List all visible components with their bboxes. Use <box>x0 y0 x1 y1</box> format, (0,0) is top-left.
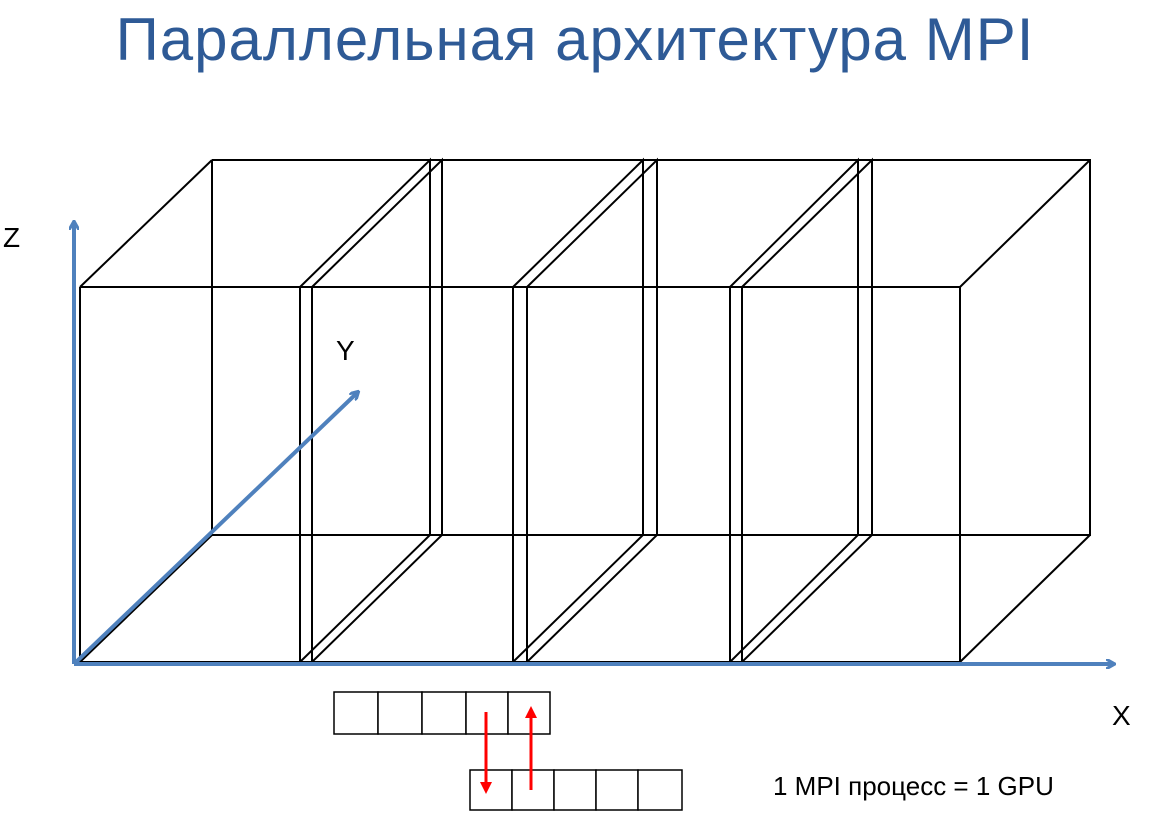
z-axis-label: Z <box>3 222 20 253</box>
x-axis-label: X <box>1112 700 1131 731</box>
buffer-cell <box>469 769 513 811</box>
y-axis <box>72 392 358 666</box>
exchange-arrows <box>480 706 537 794</box>
buffer-cell <box>421 691 467 735</box>
buffer-cell <box>595 769 639 811</box>
edge-top-right <box>959 159 1091 288</box>
buffer-cell <box>511 769 555 811</box>
slide-title: Параллельная архитектура MPI <box>115 6 1035 73</box>
edge-bottom-left <box>79 534 213 663</box>
divider-wall-2 <box>512 157 658 665</box>
divider-wall-1 <box>299 157 443 665</box>
edge-bottom-right <box>959 534 1091 663</box>
edge-top-left <box>79 159 213 288</box>
divider-wall-3 <box>729 157 873 665</box>
buffer-cell <box>553 769 597 811</box>
subdomain-boxes <box>79 157 1091 665</box>
buffer-cell <box>377 691 423 735</box>
coordinate-axes: Z Y X <box>3 222 1131 731</box>
exchange-buffer-upper <box>333 691 551 735</box>
caption: 1 MPI процесс = 1 GPU <box>773 771 1054 801</box>
buffer-cell <box>333 691 379 735</box>
exchange-buffer-lower <box>469 769 683 811</box>
buffer-cell <box>637 769 683 811</box>
buffer-cell <box>507 691 551 735</box>
y-axis-label: Y <box>336 335 355 366</box>
